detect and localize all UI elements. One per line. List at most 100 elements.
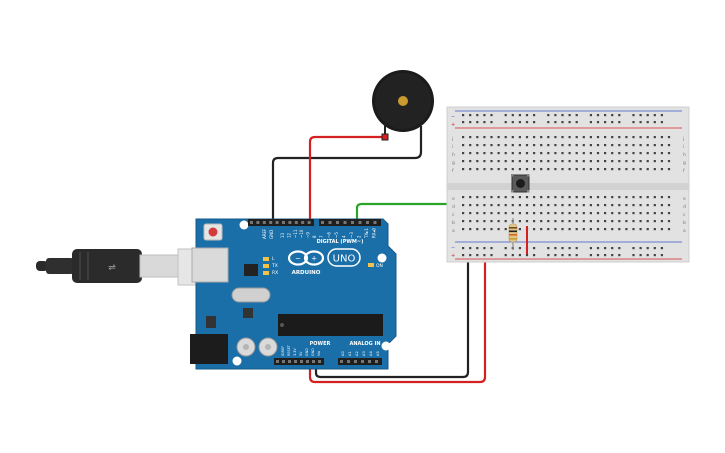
breadboard-hole bbox=[518, 168, 521, 171]
breadboard-hole bbox=[462, 152, 465, 155]
uno-badge: UNO bbox=[327, 248, 361, 267]
breadboard-hole bbox=[483, 220, 486, 223]
breadboard-hole bbox=[462, 220, 465, 223]
breadboard-hole bbox=[646, 168, 649, 171]
breadboard-hole bbox=[490, 168, 493, 171]
header-hole bbox=[321, 221, 324, 224]
analog-pin-label: A0 bbox=[341, 351, 345, 356]
breadboard-hole bbox=[490, 196, 493, 199]
digital-pin-label: ~5 bbox=[334, 232, 339, 238]
wire-black-gnd-rail[interactable] bbox=[314, 253, 470, 379]
breadboard-hole bbox=[646, 152, 649, 155]
breadboard-hole bbox=[639, 220, 642, 223]
breadboard-hole bbox=[511, 121, 514, 124]
breadboard-hole bbox=[596, 220, 600, 223]
breadboard-hole bbox=[476, 204, 479, 207]
wire-green-button[interactable] bbox=[355, 196, 514, 222]
digital-pin-label: ~11 bbox=[293, 229, 298, 238]
analog-pin-header[interactable] bbox=[338, 358, 382, 365]
breadboard-hole bbox=[618, 228, 621, 231]
breadboard-hole bbox=[469, 160, 472, 163]
pushbutton-icon[interactable] bbox=[511, 174, 530, 193]
breadboard-hole bbox=[518, 114, 521, 117]
header-hole bbox=[250, 221, 253, 224]
wire-black-buzzer[interactable] bbox=[271, 126, 423, 222]
breadboard-hole bbox=[660, 204, 663, 207]
power-pin-label: GND bbox=[305, 348, 309, 356]
digital-pin-header[interactable] bbox=[248, 219, 381, 226]
breadboard-hole bbox=[596, 247, 600, 250]
breadboard-hole bbox=[469, 228, 472, 231]
breadboard-hole bbox=[547, 204, 550, 207]
breadboard-hole bbox=[554, 144, 557, 147]
piezo-buzzer-icon[interactable] bbox=[372, 70, 434, 141]
breadboard-hole bbox=[483, 228, 486, 231]
power-pin-header[interactable] bbox=[274, 358, 324, 365]
gnd-label: GND bbox=[269, 230, 274, 239]
arduino-infinity-logo: − + bbox=[287, 250, 325, 266]
breadboard-hole bbox=[582, 220, 585, 223]
digital-pin-label: ~3 bbox=[349, 232, 354, 238]
breadboard-hole bbox=[632, 228, 635, 231]
breadboard-hole bbox=[646, 136, 649, 139]
breadboard-hole bbox=[596, 136, 600, 139]
breadboard-hole bbox=[533, 121, 536, 124]
breadboard-hole bbox=[554, 204, 557, 207]
breadboard-hole bbox=[611, 144, 614, 147]
wire-red-buzzer[interactable] bbox=[308, 135, 385, 222]
breadboard-hole bbox=[653, 144, 656, 147]
buzzer-positive-terminal[interactable] bbox=[381, 133, 389, 141]
breadboard-hole bbox=[604, 136, 607, 139]
breadboard-hole bbox=[618, 152, 621, 155]
breadboard-hole bbox=[540, 212, 543, 215]
breadboard-hole bbox=[490, 144, 493, 147]
led-tx-label: TX bbox=[271, 263, 278, 269]
digital-pin-label: ~6 bbox=[327, 232, 332, 238]
breadboard-hole bbox=[568, 247, 571, 250]
resistor-icon[interactable] bbox=[508, 218, 518, 250]
breadboard-hole bbox=[575, 196, 578, 199]
breadboard-hole bbox=[568, 212, 571, 215]
breadboard-hole bbox=[540, 196, 543, 199]
breadboard-hole bbox=[660, 212, 663, 215]
breadboard-hole bbox=[625, 144, 628, 147]
breadboard-hole bbox=[511, 212, 514, 215]
breadboard-hole bbox=[518, 152, 521, 155]
breadboard-hole bbox=[497, 160, 500, 163]
breadboard-hole bbox=[639, 160, 642, 163]
breadboard-hole bbox=[540, 136, 543, 139]
breadboard-hole bbox=[547, 160, 550, 163]
breadboard-hole bbox=[604, 168, 607, 171]
breadboard-hole bbox=[497, 204, 500, 207]
breadboard-hole bbox=[476, 168, 479, 171]
power-pin-label: 3.3V bbox=[293, 348, 297, 356]
breadboard-hole bbox=[618, 168, 621, 171]
breadboard-hole bbox=[525, 160, 529, 163]
breadboard-hole bbox=[575, 152, 578, 155]
header-hole bbox=[312, 360, 315, 363]
header-hole bbox=[347, 360, 350, 363]
digital-pin-label: ~9 bbox=[306, 232, 311, 238]
reset-button[interactable] bbox=[203, 223, 223, 241]
breadboard-hole bbox=[462, 121, 465, 124]
digital-pin-label: TX▸1 bbox=[364, 228, 369, 239]
dc-power-jack bbox=[190, 334, 228, 364]
breadboard-hole bbox=[554, 160, 557, 163]
rail-minus-top: − bbox=[451, 114, 455, 120]
header-hole bbox=[294, 360, 297, 363]
wire-red-5v-rail[interactable] bbox=[308, 256, 487, 384]
header-hole bbox=[328, 221, 332, 224]
breadboard-hole bbox=[547, 196, 550, 199]
breadboard-hole bbox=[653, 254, 656, 257]
breadboard-hole bbox=[554, 247, 557, 250]
breadboard-hole bbox=[596, 254, 600, 257]
rail-plus-bottom: + bbox=[451, 253, 455, 259]
breadboard-hole bbox=[653, 136, 656, 139]
breadboard-hole bbox=[589, 247, 592, 250]
breadboard-hole bbox=[533, 114, 536, 117]
breadboard-hole bbox=[511, 254, 514, 257]
breadboard-hole bbox=[518, 196, 521, 199]
